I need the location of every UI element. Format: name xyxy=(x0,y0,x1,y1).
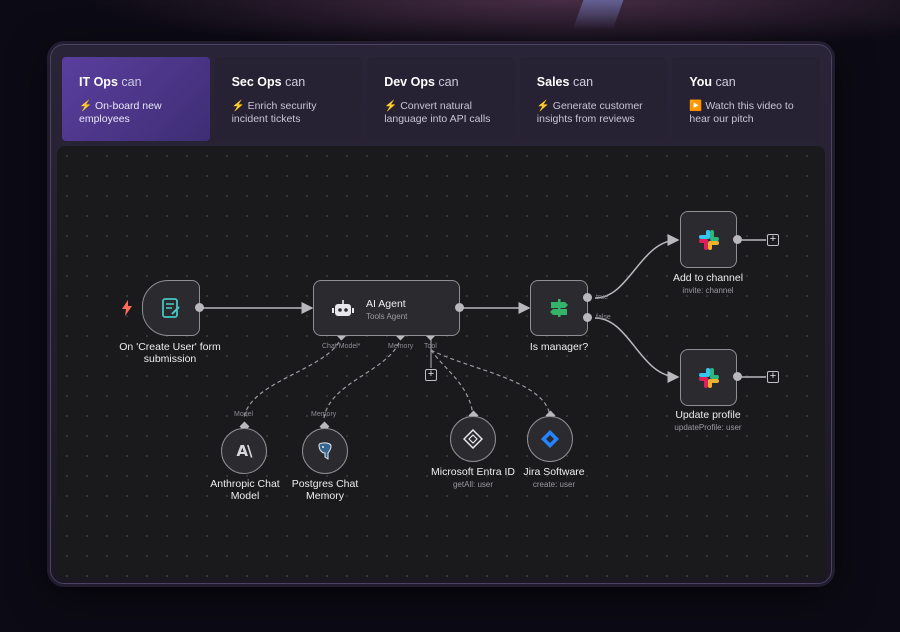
agent-output-port[interactable] xyxy=(455,303,464,312)
slack-channel-label: Add to channel xyxy=(672,272,744,284)
tab-description: ⚡ Generate customer insights from review… xyxy=(536,100,643,125)
false-branch-label: false xyxy=(596,314,611,321)
slack-icon xyxy=(698,367,719,388)
add-node-after-profile-button[interactable]: + xyxy=(767,371,779,383)
use-case-tabs: IT Ops can ⚡ On-board new employees Sec … xyxy=(62,57,820,142)
agent-title: AI Agent xyxy=(366,298,406,310)
entra-node[interactable] xyxy=(450,416,496,462)
postgres-port-label: Memory xyxy=(311,411,337,418)
add-node-after-channel-button[interactable]: + xyxy=(767,234,779,246)
lightning-trigger-icon xyxy=(122,300,132,316)
tab-sec-ops[interactable]: Sec Ops can ⚡ Enrich security incident t… xyxy=(214,57,363,141)
tab-you[interactable]: You can ▶️ Watch this video to hear our … xyxy=(672,57,820,141)
postgres-elephant-icon xyxy=(318,442,332,460)
entra-sublabel: getAll: user xyxy=(452,480,494,489)
tab-description: ⚡ Convert natural language into API call… xyxy=(384,100,491,125)
tab-description: ⚡ On-board new employees xyxy=(79,100,162,125)
lightning-icon: ⚡ xyxy=(79,100,93,112)
tab-dev-ops[interactable]: Dev Ops can ⚡ Convert natural language i… xyxy=(367,57,515,141)
port-label-chat-model: Chat Model* xyxy=(322,343,361,350)
if-label: Is manager? xyxy=(529,341,589,353)
anthropic-icon: A\ xyxy=(236,442,252,460)
tab-sales[interactable]: Sales can ⚡ Generate customer insights f… xyxy=(519,57,668,141)
anthropic-port-label: Model xyxy=(234,411,254,418)
tab-title: You can xyxy=(689,75,736,89)
tab-title: Sales can xyxy=(536,75,594,89)
trigger-output-port[interactable] xyxy=(195,303,204,312)
postgres-label: Postgres Chat Memory xyxy=(291,478,359,502)
robot-icon xyxy=(332,300,354,316)
anthropic-label: Anthropic Chat Model xyxy=(210,478,280,502)
lightning-icon: ⚡ xyxy=(536,100,550,112)
tab-title: Dev Ops can xyxy=(384,75,459,89)
port-label-tool: Tool xyxy=(424,343,437,350)
tab-it-ops[interactable]: IT Ops can ⚡ On-board new employees xyxy=(62,57,210,141)
anthropic-node[interactable]: A\ xyxy=(221,428,267,474)
trigger-node[interactable] xyxy=(142,280,200,336)
jira-node[interactable] xyxy=(527,416,573,462)
lightning-icon: ⚡ xyxy=(384,100,398,112)
slack-add-channel-node[interactable] xyxy=(680,211,737,268)
jira-sublabel: create: user xyxy=(532,480,576,489)
entra-label: Microsoft Entra ID xyxy=(430,466,516,478)
slack-channel-output-port[interactable] xyxy=(733,235,742,244)
slack-profile-label: Update profile xyxy=(675,409,741,421)
tab-title: Sec Ops can xyxy=(231,75,306,89)
slack-channel-sublabel: invite: channel xyxy=(682,286,734,295)
branch-icon xyxy=(550,299,568,317)
tab-description: ⚡ Enrich security incident tickets xyxy=(231,100,317,125)
slack-profile-output-port[interactable] xyxy=(733,372,742,381)
ai-agent-node[interactable]: AI Agent Tools Agent xyxy=(313,280,460,336)
tab-description: ▶️ Watch this video to hear our pitch xyxy=(689,100,794,125)
if-node[interactable] xyxy=(530,280,588,336)
trigger-label: On 'Create User' form submission xyxy=(119,341,221,365)
jira-label: Jira Software xyxy=(523,466,585,478)
entra-diamond-icon xyxy=(463,429,483,449)
slack-update-profile-node[interactable] xyxy=(680,349,737,406)
play-icon: ▶️ xyxy=(689,100,703,112)
add-tool-button[interactable]: + xyxy=(425,369,437,381)
port-label-memory: Memory xyxy=(388,343,414,350)
if-false-port[interactable] xyxy=(583,313,592,322)
lightning-icon: ⚡ xyxy=(231,100,245,112)
slack-icon xyxy=(698,229,719,250)
postgres-node[interactable] xyxy=(302,428,348,474)
agent-subtitle: Tools Agent xyxy=(366,312,408,321)
true-branch-label: true xyxy=(596,294,609,301)
tab-title: IT Ops can xyxy=(79,75,142,89)
jira-icon xyxy=(541,430,559,448)
slack-profile-sublabel: updateProfile: user xyxy=(674,423,742,432)
form-icon xyxy=(162,298,180,318)
if-true-port[interactable] xyxy=(583,293,592,302)
